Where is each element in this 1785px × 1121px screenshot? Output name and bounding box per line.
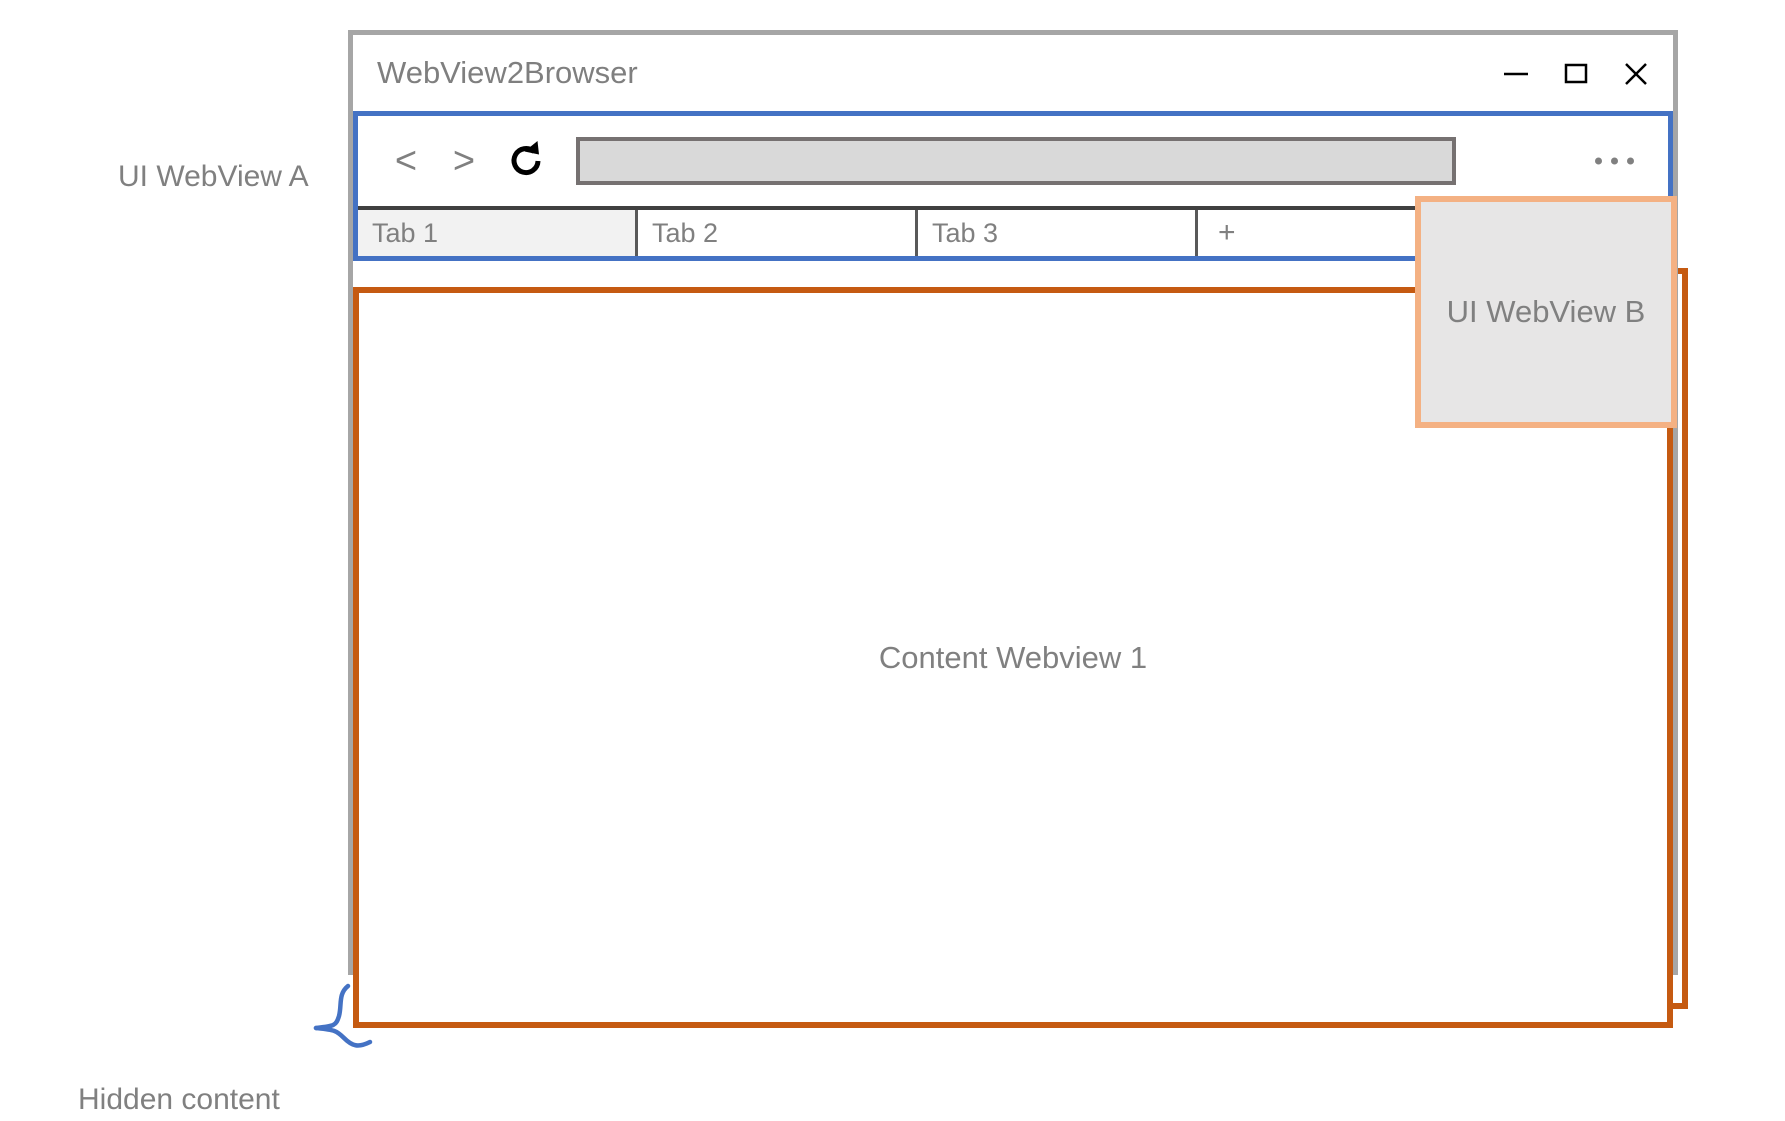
address-input[interactable] [576, 137, 1456, 185]
more-options-icon[interactable] [1595, 157, 1634, 165]
ellipsis-dot-2 [1611, 157, 1618, 165]
minimize-icon[interactable] [1501, 58, 1531, 88]
annotation-ui-webview-a: UI WebView A [118, 160, 309, 193]
annotation-hidden-content-line1: Hidden content [78, 1083, 280, 1116]
content-webview-1: Content Webview 1 [353, 287, 1673, 1028]
browser-toolbar: < > [358, 116, 1668, 206]
window-title: WebView2Browser [377, 55, 638, 90]
forward-button[interactable]: > [452, 140, 476, 182]
new-tab-button[interactable]: + [1198, 210, 1368, 256]
tab-1[interactable]: Tab 1 [358, 210, 638, 256]
tab-2[interactable]: Tab 2 [638, 210, 918, 256]
back-button[interactable]: < [394, 140, 418, 182]
close-icon[interactable] [1621, 58, 1651, 88]
ellipsis-dot-3 [1627, 157, 1634, 165]
ui-webview-b: UI WebView B [1415, 196, 1677, 428]
maximize-icon[interactable] [1561, 58, 1591, 88]
curly-brace-icon [313, 983, 373, 1048]
window-controls [1501, 35, 1651, 111]
tab-3[interactable]: Tab 3 [918, 210, 1198, 256]
browser-window: WebView2Browser [348, 30, 1678, 1028]
ui-webview-b-label: UI WebView B [1446, 294, 1646, 329]
ellipsis-dot-1 [1595, 157, 1602, 165]
title-bar: WebView2Browser [353, 35, 1673, 111]
reload-icon[interactable] [504, 139, 548, 183]
annotation-hidden-content: Hidden content WebViews 2 & 3 [78, 985, 297, 1121]
content-webview-1-label: Content Webview 1 [878, 639, 1148, 675]
